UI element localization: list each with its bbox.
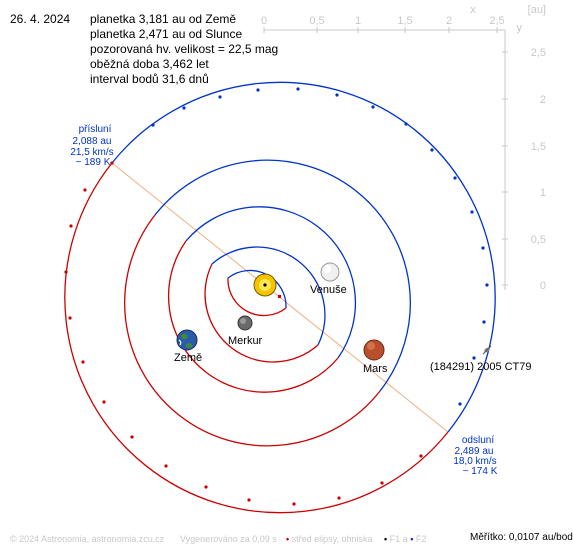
mars-icon — [363, 339, 385, 361]
legend-center-label: střed elipsy, ohniska — [291, 534, 373, 544]
y-axis-label: y — [517, 22, 523, 34]
legend-focus-1: • F1 a • F2 — [384, 534, 426, 544]
aphelion-speed: 18,0 km/s — [453, 456, 496, 467]
perihelion-temperature: ~ 189 K — [76, 157, 111, 168]
orbit-earth-near — [167, 240, 339, 393]
y-tick-label: 0 — [540, 280, 546, 292]
x-tick-label: 0 — [261, 15, 267, 27]
legend-f1-label: F1 a — [389, 534, 408, 544]
aphelion-title: odsluní — [462, 435, 494, 446]
info-line: planetka 2,471 au od Slunce — [90, 27, 243, 41]
x-tick-label: 1,5 — [397, 15, 412, 27]
x-axis-label: x — [470, 4, 476, 16]
mars-label: Mars — [363, 363, 388, 375]
date-label: 26. 4. 2024 — [10, 12, 71, 26]
earth-label: Země — [174, 352, 202, 364]
info-line: planetka 3,181 au od Země — [90, 12, 237, 26]
x-tick-label: 2,5 — [489, 15, 504, 27]
orbit-asteroid-far — [111, 81, 496, 433]
venus-icon — [320, 262, 340, 282]
asteroid-label: (184291) 2005 CT79 — [430, 361, 532, 373]
info-line: pozorovaná hv. velikost = 22,5 mag — [90, 42, 279, 56]
perihelion-speed: 21,5 km/s — [70, 147, 113, 158]
orbit-venus-near — [204, 263, 319, 363]
mercury-icon — [237, 315, 253, 331]
orbit-venus-far — [211, 246, 326, 346]
aphelion-distance: 2,489 au — [455, 446, 494, 457]
earth-icon — [176, 329, 198, 351]
aphelion-temperature: ~ 174 K — [463, 466, 498, 477]
legend-f2-label: F2 — [415, 534, 427, 544]
x-tick-label: 0,5 — [309, 15, 324, 27]
info-block: planetka 3,181 au od Země planetka 2,471… — [90, 12, 278, 87]
y-tick-label: 2,5 — [531, 47, 546, 59]
legend-red-dot-icon: • — [286, 534, 290, 544]
y-tick-label: 2 — [540, 94, 546, 106]
info-line: interval bodů 31,6 dnů — [90, 72, 209, 86]
y-tick-label: 1 — [540, 187, 546, 199]
legend-ellipse-center: • střed elipsy, ohniska — [286, 534, 373, 544]
generated-time: Vygenerováno za 0,09 s — [180, 534, 277, 544]
legend-blue-dot-icon: • — [410, 534, 414, 544]
orbit-mars-near — [124, 214, 381, 447]
x-tick-label: 2 — [446, 15, 452, 27]
copyright-text: © 2024 Astronomia, astronomia.zcu.cz — [10, 534, 165, 544]
asteroid-icon — [482, 345, 492, 355]
legend-black-dot-icon: • — [384, 534, 388, 544]
venus-label: Venuše — [310, 284, 347, 296]
ellipse-center-marker — [278, 295, 281, 298]
orbit-mars-far — [154, 159, 411, 392]
y-tick-label: 1,5 — [531, 141, 546, 153]
orbit-earth-far — [185, 206, 357, 359]
orbit-asteroid-near — [64, 162, 449, 514]
orbit-diagram: 0 0,5 1 1,5 2 2,5 x [au] y 2,5 2 1,5 1 0… — [64, 4, 546, 514]
mercury-label: Merkur — [228, 335, 263, 347]
perihelion-distance: 2,088 au — [73, 136, 112, 147]
orbit-interval-points — [64, 87, 489, 506]
scale-label: Měřítko: 0,0107 au/bod — [470, 532, 573, 543]
y-tick-label: 0,5 — [531, 234, 546, 246]
axis-unit-label: [au] — [528, 4, 546, 16]
sun-icon — [253, 273, 277, 297]
axes — [263, 27, 508, 290]
orbit-mercury-near — [227, 277, 287, 317]
perihelion-title: přísluní — [79, 124, 112, 135]
info-line: oběžná doba 3,462 let — [90, 57, 209, 71]
x-tick-label: 1 — [355, 15, 361, 27]
